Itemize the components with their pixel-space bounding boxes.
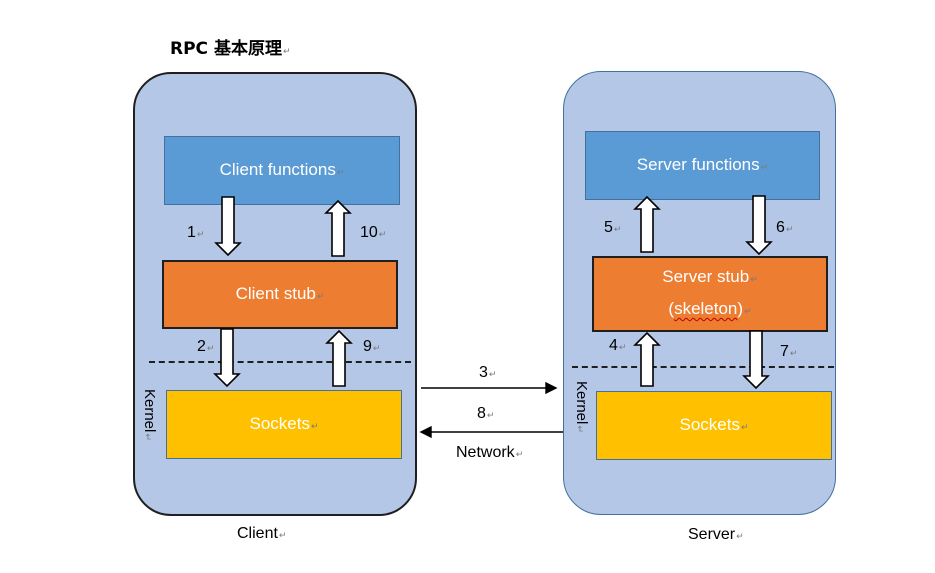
server-stub-label: Server stub: [662, 267, 750, 286]
server-stub-paren-close: ): [737, 299, 744, 318]
server-sockets-box: Sockets↵: [596, 391, 832, 460]
paragraph-mark: ↵: [372, 343, 381, 353]
step-label: 1↵: [187, 224, 204, 242]
client-functions-box: Client functions↵: [164, 136, 400, 205]
step-number: 7: [780, 343, 789, 360]
paragraph-mark: ↵: [336, 166, 345, 177]
paragraph-mark: ↵: [310, 420, 319, 431]
paragraph-mark: ↵: [486, 410, 495, 420]
server-functions-label: Server functions: [636, 154, 760, 174]
client-sockets-label: Sockets: [249, 413, 310, 433]
paragraph-mark: ↵: [740, 421, 749, 432]
paragraph-mark: ↵: [278, 530, 287, 540]
step-label: 5↵: [604, 219, 621, 237]
server-stub-paren-open: (: [668, 299, 675, 318]
server-sockets-label: Sockets: [679, 414, 740, 434]
step-number: 2: [197, 338, 206, 355]
step-label: 3↵: [479, 364, 496, 382]
step-number: 8: [477, 405, 486, 422]
paragraph-mark: ↵: [760, 161, 769, 172]
step-number: 6: [776, 219, 785, 236]
title-text: RPC 基本原理: [170, 39, 282, 59]
step-label: 10↵: [360, 224, 386, 242]
paragraph-mark: ↵: [744, 306, 752, 316]
server-caption-text: Server: [688, 526, 736, 543]
arrow-down-icon: [213, 328, 241, 388]
network-text: Network: [456, 444, 515, 461]
step-number: 5: [604, 219, 613, 236]
paragraph-mark: ↵: [515, 449, 524, 459]
paragraph-mark: ↵: [196, 229, 205, 239]
client-stub-box: Client stub↵: [162, 260, 398, 329]
client-stub-label: Client stub: [235, 283, 316, 303]
arrow-down-icon: [742, 330, 770, 390]
step-number: 3: [479, 364, 488, 381]
paragraph-mark: ↵: [613, 224, 622, 234]
paragraph-mark: ↵: [789, 348, 798, 358]
paragraph-mark: ↵: [736, 531, 744, 541]
step-number: 10: [360, 224, 378, 241]
client-sockets-box: Sockets↵: [166, 390, 402, 459]
arrow-up-icon: [324, 199, 352, 257]
paragraph-mark: ↵: [488, 369, 497, 379]
paragraph-mark: ↵: [282, 47, 291, 57]
arrow-up-icon: [633, 331, 661, 387]
step-number: 9: [363, 338, 372, 355]
arrow-up-icon: [325, 329, 353, 387]
server-kernel-divider: [572, 366, 834, 368]
step-label: 4↵: [609, 337, 626, 355]
arrow-down-icon: [214, 196, 242, 257]
client-functions-label: Client functions: [219, 159, 336, 179]
client-caption-text: Client: [237, 525, 278, 542]
arrow-up-icon: [633, 195, 661, 253]
diagram-title: RPC 基本原理↵: [170, 34, 291, 59]
step-label: 6↵: [776, 219, 793, 237]
step-label: 7↵: [780, 343, 797, 361]
step-number: 1: [187, 224, 196, 241]
step-number: 4: [609, 337, 618, 354]
client-caption: Client↵: [237, 525, 286, 543]
network-label: Network↵: [456, 444, 523, 462]
server-caption: Server↵: [688, 526, 744, 544]
step-label: 8↵: [477, 405, 494, 423]
arrow-down-icon: [745, 195, 773, 256]
paragraph-mark: ↵: [785, 224, 794, 234]
paragraph-mark: ↵: [750, 274, 758, 284]
client-kernel-divider: [149, 361, 411, 363]
step-label: 9↵: [363, 338, 380, 356]
paragraph-mark: ↵: [378, 229, 387, 239]
paragraph-mark: ↵: [618, 342, 627, 352]
paragraph-mark: ↵: [316, 290, 325, 301]
step-label: 2↵: [197, 338, 214, 356]
server-functions-box: Server functions↵: [585, 131, 820, 200]
server-stub-box: Server stub↵ (skeleton)↵: [592, 256, 828, 332]
server-stub-skeleton: skeleton: [674, 299, 738, 318]
paragraph-mark: ↵: [206, 343, 215, 353]
